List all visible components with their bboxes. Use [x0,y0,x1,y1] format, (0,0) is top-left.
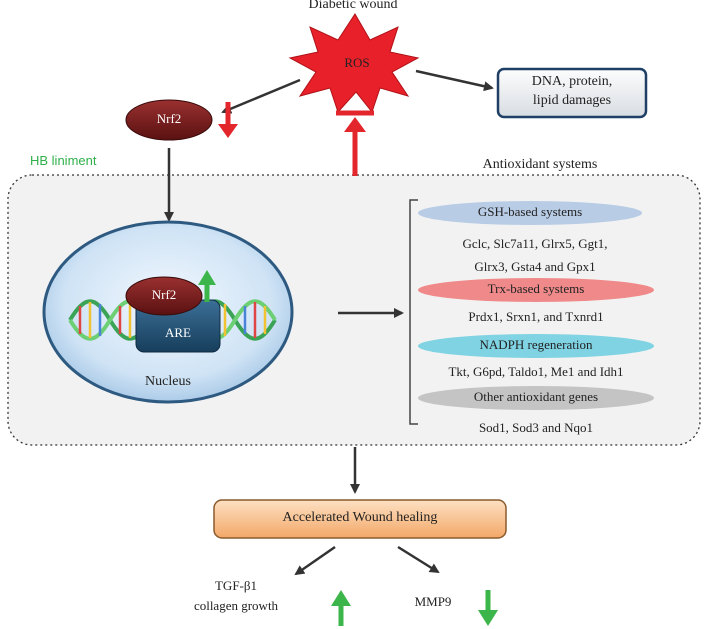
diagram-title: Diabetic wound [308,0,398,12]
nrf2-label: Nrf2 [156,111,182,126]
gsh-ellipse [418,201,642,225]
outcome-to-mmp9-arrow [397,545,440,574]
inhibit-arrow-head [344,117,366,132]
mmp9-label: MMP9 [414,594,452,609]
other-genes: Sod1, Sod3 and Nqo1 [478,420,594,435]
treatment-label: HB liniment [30,153,97,168]
nrf2-down-arrow-icon [218,124,238,138]
ros-label: ROS [344,55,370,70]
ros-to-nrf2-arrow [221,78,301,114]
nucleus-label: Nucleus [145,374,191,389]
gsh-genes-line-2: Glrx3, Gsta4 and Gpx1 [474,259,596,274]
systems-bracket [409,199,418,425]
nrf2-up-arrow-icon [198,270,216,285]
gsh-genes: Gclc, Slc7a11, Glrx5, Ggt1, Glrx3, Gsta4… [462,232,607,278]
damage-label: DNA, protein, lipid damages [532,72,613,110]
are-label: ARE [165,325,191,340]
other-label: Other antioxidant genes [473,389,599,404]
damage-line-2: lipid damages [532,93,612,108]
outcome-label: Accelerated Wound healing [282,510,438,525]
trx-ellipse [418,278,654,302]
antioxidant-title: Antioxidant systems [482,157,598,172]
outcome-to-tgf-arrow [294,545,336,576]
nucleus-nrf2-oval [125,276,203,316]
trx-genes: Prdx1, Srxn1, and Txnrd1 [468,309,604,324]
gsh-genes-line-1: Gclc, Slc7a11, Glrx5, Ggt1, [462,236,608,251]
other-ellipse [418,386,654,410]
trx-label: Trx-based systems [487,281,585,296]
mmp9-down-arrow-icon [478,610,498,626]
gsh-label: GSH-based systems [477,204,583,219]
nadph-genes: Tkt, G6pd, Taldo1, Me1 and Idh1 [448,364,624,379]
tgf-up-arrow-icon [331,590,351,606]
tgf-label: TGF-β1 collagen growth [194,576,278,616]
nucleus-nrf2-label: Nrf2 [151,287,177,302]
nrf2-oval [125,99,213,141]
nadph-ellipse [418,334,654,358]
nadph-label: NADPH regeneration [479,337,593,352]
tgf-label-line-2: collagen growth [193,598,279,613]
damage-line-1: DNA, protein, [531,74,613,89]
ros-burst [288,13,420,114]
tgf-label-line-1: TGF-β1 [214,578,257,593]
ros-to-damage-arrow [415,69,494,92]
damage-box [496,67,648,119]
outcome-box [213,499,507,539]
